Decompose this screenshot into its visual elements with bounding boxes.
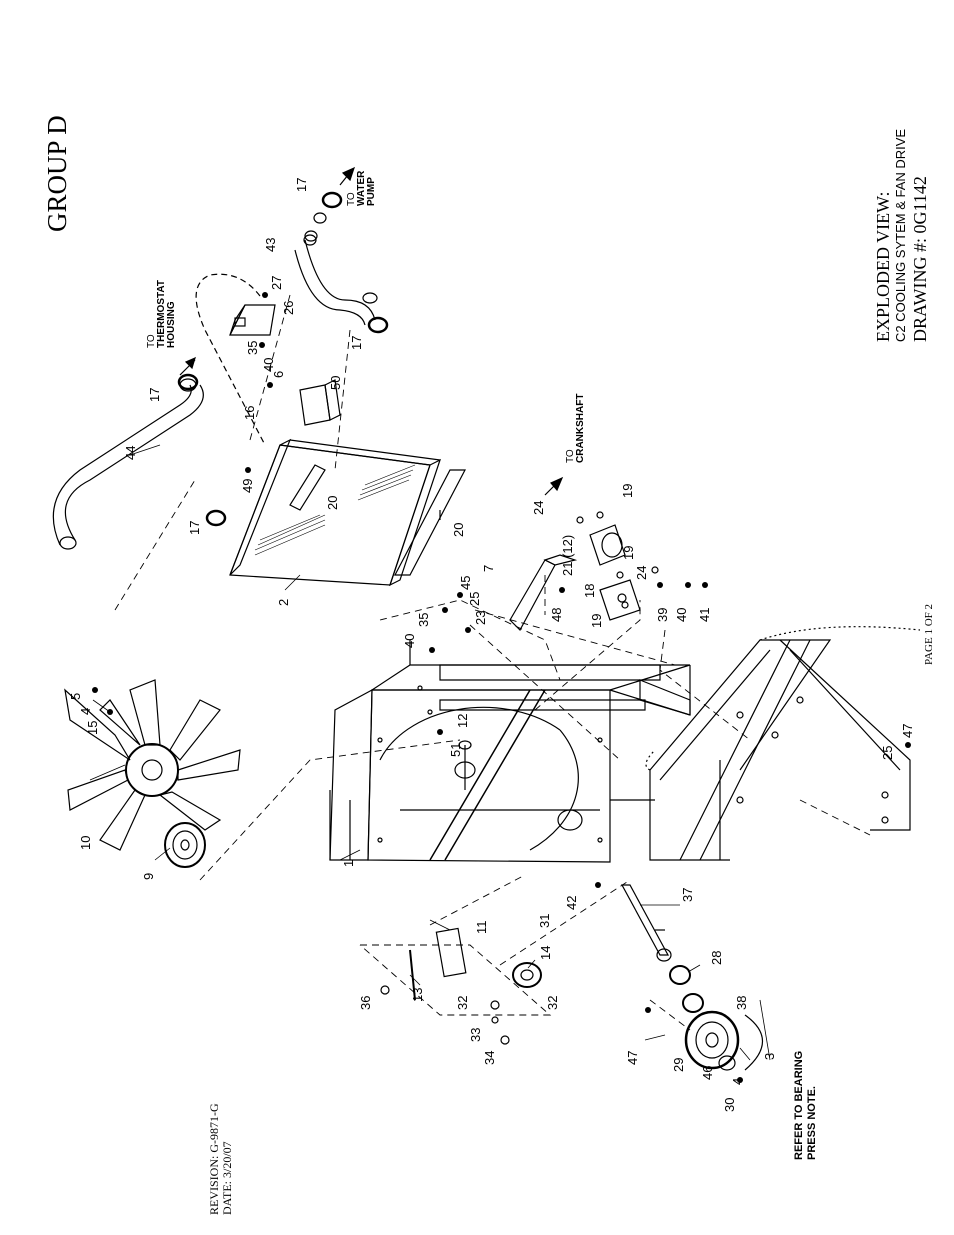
idler-pulley bbox=[512, 962, 542, 988]
callout: 2 bbox=[276, 599, 291, 606]
callout: 13 bbox=[410, 988, 425, 1002]
fan-pulley bbox=[164, 822, 206, 868]
callout: 40 bbox=[402, 634, 417, 648]
main-frame bbox=[329, 640, 691, 863]
callout: 1 bbox=[341, 860, 356, 867]
callout: 25 bbox=[467, 592, 482, 606]
title-line2: C2 COOLING SYTEM & FAN DRIVE bbox=[893, 128, 908, 342]
callout: 16 bbox=[242, 406, 257, 420]
note-crank-line2: CRANKSHAFT bbox=[575, 393, 586, 463]
callout: 35 bbox=[245, 341, 260, 355]
callout: 12 bbox=[455, 714, 470, 728]
callout: 14 bbox=[538, 946, 553, 960]
title-line1: EXPLODED VIEW: bbox=[873, 191, 893, 342]
callout: 5 bbox=[68, 693, 83, 700]
callout: 11 bbox=[474, 921, 489, 935]
callout: 45 bbox=[458, 576, 473, 590]
callout: 49 bbox=[240, 479, 255, 493]
callout: 50 bbox=[328, 376, 343, 390]
callout: 39 bbox=[655, 608, 670, 622]
callout: 31 bbox=[537, 914, 552, 928]
callout: 40 bbox=[261, 358, 276, 372]
callout: 24 bbox=[634, 566, 649, 580]
base-rail bbox=[645, 626, 921, 861]
callout: 19 bbox=[589, 614, 604, 628]
callout: 29 bbox=[671, 1058, 686, 1072]
group-title: GROUP D bbox=[42, 115, 72, 232]
tensioner bbox=[380, 927, 510, 1045]
callout: 15 bbox=[85, 721, 100, 735]
callout: 7 bbox=[481, 565, 496, 572]
lower-hose bbox=[294, 234, 378, 326]
drive-shaft bbox=[620, 884, 672, 962]
callout: 47 bbox=[900, 724, 915, 738]
bearing-parts bbox=[669, 965, 736, 1071]
callout: 17 bbox=[349, 336, 364, 350]
callout: 36 bbox=[358, 996, 373, 1010]
callout: 38 bbox=[734, 996, 749, 1010]
callout: 26 bbox=[281, 301, 296, 315]
callout: 48 bbox=[549, 608, 564, 622]
callout: 25 bbox=[880, 746, 895, 760]
hose-clamps bbox=[177, 191, 389, 527]
note-water-line3: PUMP bbox=[366, 177, 377, 206]
page-label: PAGE 1 OF 2 bbox=[923, 603, 935, 665]
callout: 46 bbox=[700, 1066, 715, 1080]
callout: 33 bbox=[468, 1028, 483, 1042]
callout: 35 bbox=[416, 613, 431, 627]
bracket-50 bbox=[299, 379, 341, 426]
callout: 4 bbox=[78, 708, 93, 715]
callout: 18 bbox=[582, 584, 597, 598]
callout: 20 bbox=[451, 523, 466, 537]
callout: 10 bbox=[78, 836, 93, 850]
callout: 42 bbox=[564, 896, 579, 910]
overflow-tank bbox=[195, 273, 276, 446]
callout: 19 bbox=[621, 546, 636, 560]
callout: 32 bbox=[455, 996, 470, 1010]
callout: 27 bbox=[269, 276, 284, 290]
callout: 37 bbox=[680, 888, 695, 902]
note-bearing-line2: PRESS NOTE. bbox=[806, 1086, 818, 1160]
callout: 43 bbox=[263, 238, 278, 252]
callout: 23 bbox=[473, 611, 488, 625]
callout: 47 bbox=[625, 1051, 640, 1065]
callout: 24 bbox=[531, 501, 546, 515]
upper-hose bbox=[52, 378, 204, 550]
cooling-fan bbox=[64, 679, 241, 851]
callout: 19 bbox=[620, 484, 635, 498]
callout: 17 bbox=[187, 521, 202, 535]
callout: 17 bbox=[147, 388, 162, 402]
title-line3: DRAWING #: 0G1142 bbox=[910, 176, 930, 342]
crank-pulley bbox=[684, 1010, 763, 1071]
callout: 9 bbox=[141, 873, 156, 880]
callout: 6 bbox=[271, 371, 286, 378]
callout: 17 bbox=[294, 178, 309, 192]
callout: 51 bbox=[448, 743, 463, 757]
callout: 41 bbox=[697, 608, 712, 622]
callout: 4 bbox=[730, 1078, 745, 1085]
note-thermostat-line3: HOUSING bbox=[166, 301, 177, 348]
callout: 34 bbox=[482, 1051, 497, 1065]
callout: 44 bbox=[123, 446, 138, 460]
crank-adapter bbox=[576, 511, 659, 621]
callout-numbers: 1 2 3 4 4 5 6 7 9 10 11 12 13 14 15 16 1… bbox=[68, 178, 915, 1112]
note-bearing-line1: REFER TO BEARING bbox=[793, 1050, 805, 1160]
callout: 3 bbox=[762, 1053, 777, 1060]
revision-date: DATE: 3/20/07 bbox=[220, 1141, 234, 1215]
callout: 32 bbox=[545, 996, 560, 1010]
callout: 28 bbox=[709, 951, 724, 965]
callout: 21 (12) bbox=[560, 535, 575, 576]
callout: 40 bbox=[674, 608, 689, 622]
callout: 30 bbox=[722, 1098, 737, 1112]
callout: 20 bbox=[325, 496, 340, 510]
radiator-core bbox=[229, 438, 466, 587]
